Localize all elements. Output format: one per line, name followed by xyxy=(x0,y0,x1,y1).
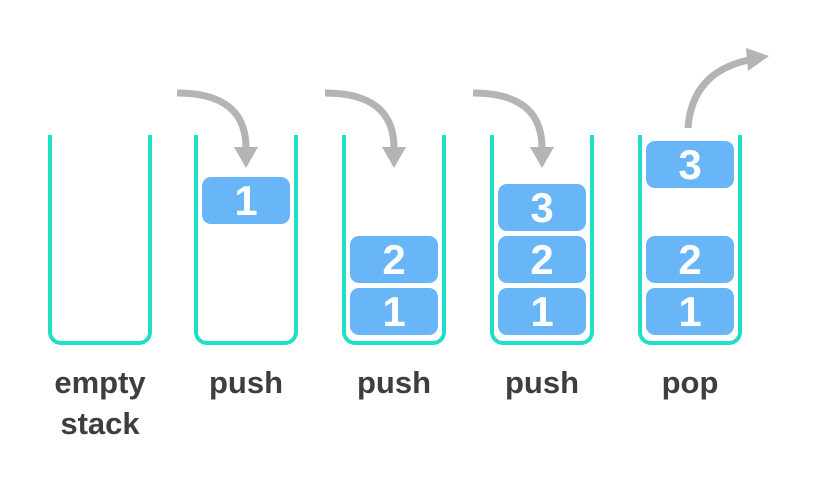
stack-item-box: 2 xyxy=(498,236,586,283)
stack-container-push-3: 3 2 1 push xyxy=(490,135,594,400)
stack-item-box: 1 xyxy=(350,288,438,335)
stack-label: push xyxy=(504,365,580,400)
stack-item-box: 1 xyxy=(498,288,586,335)
stack-item-box: 1 xyxy=(646,288,734,335)
stack-item-box: 2 xyxy=(350,236,438,283)
stack-container-push-2: 2 1 push xyxy=(342,135,446,400)
stack-container-push-1: 1 push xyxy=(194,135,298,400)
stack-label: push xyxy=(356,365,432,400)
stack-container-empty: empty stack xyxy=(48,135,152,441)
stack-label: pop xyxy=(661,365,719,400)
stack-item-box: 1 xyxy=(202,177,290,224)
stack-label: empty stack xyxy=(54,365,146,441)
stack-item-box: 3 xyxy=(498,184,586,231)
pop-arrow-icon xyxy=(684,48,769,129)
stack-item-box: 3 xyxy=(646,141,734,188)
stack-label: push xyxy=(208,365,284,400)
stack-item-box: 2 xyxy=(646,236,734,283)
stack-container-pop: 3 2 1 pop xyxy=(638,135,742,400)
